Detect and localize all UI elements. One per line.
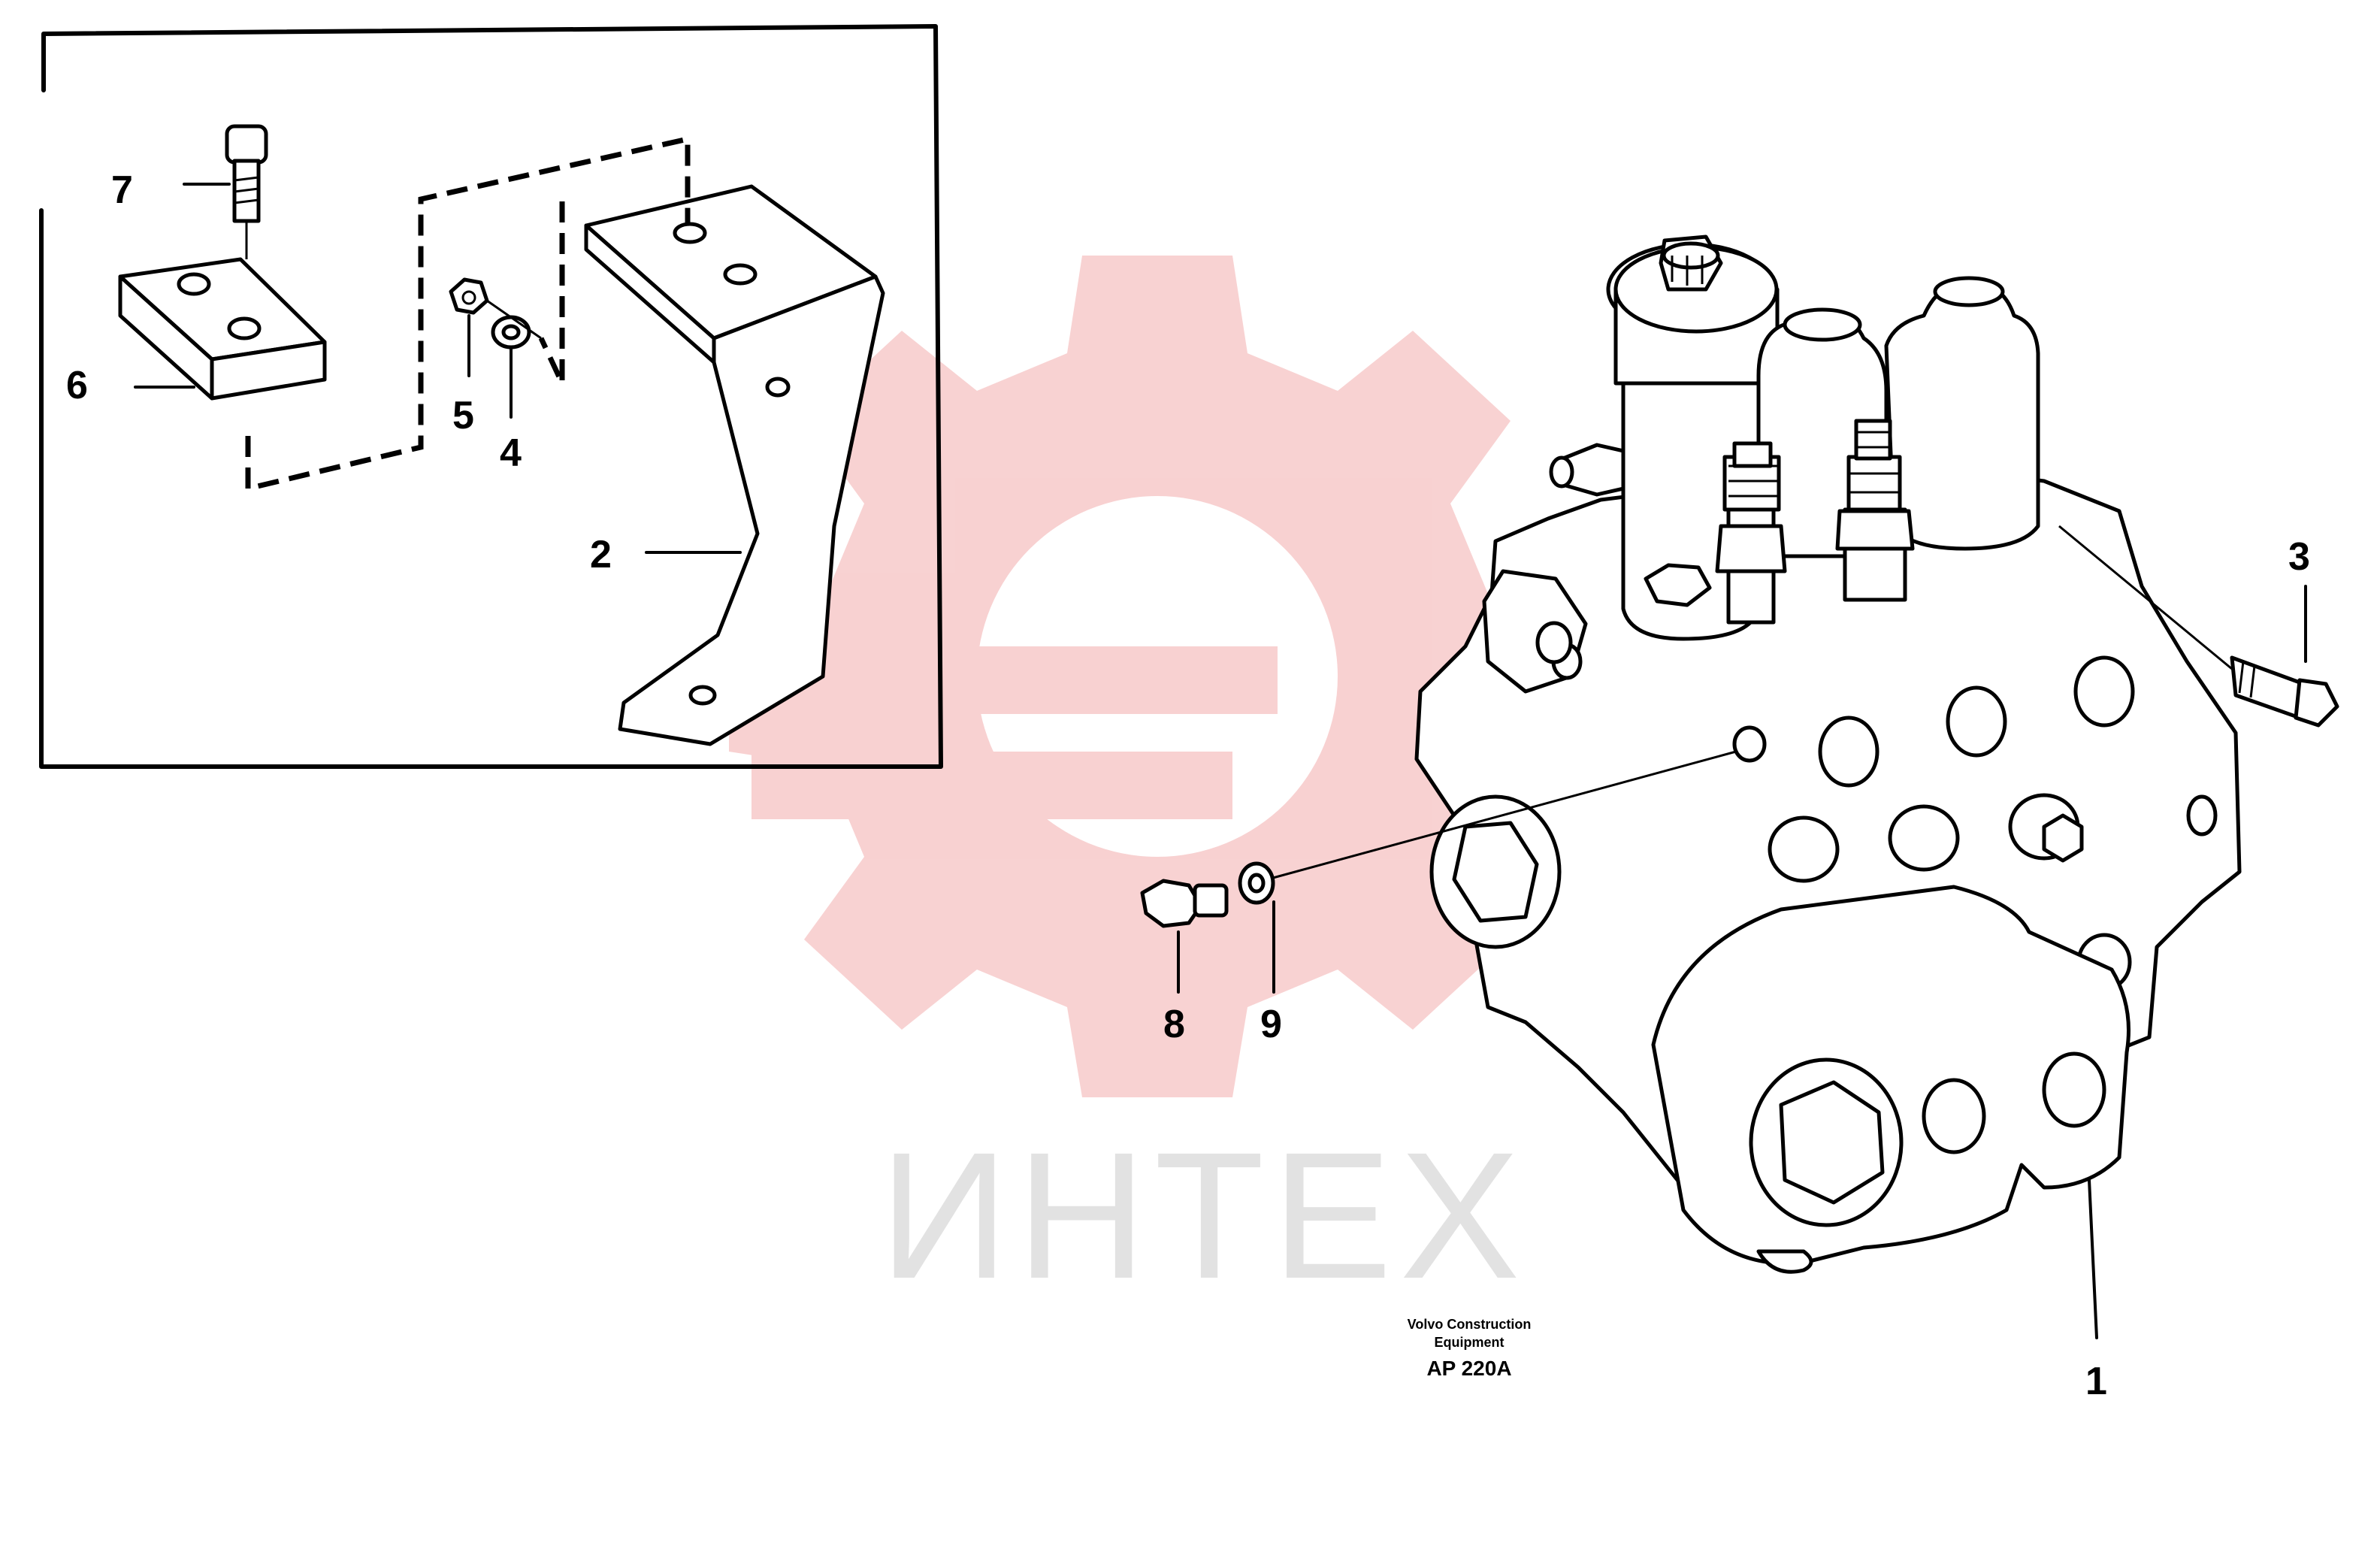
- callout-2: 2: [590, 533, 612, 576]
- callout-6: 6: [66, 364, 88, 407]
- inlet-port-plug: [1429, 794, 1562, 949]
- inset-detail: 7 6 5 4 2: [39, 24, 943, 769]
- plate-part-6: [118, 257, 327, 401]
- watermark: ИНТЕХ: [706, 256, 1586, 1316]
- caption-code: AP 220A: [1426, 1357, 1511, 1380]
- watermark-text: ИНТЕХ: [879, 1115, 1528, 1316]
- bolt-part-3: [2230, 655, 2339, 728]
- figure-caption: Volvo Construction Equipment AP 220A: [1408, 1317, 1532, 1380]
- assembly-line-plate: [245, 135, 691, 492]
- caption-line-1: Volvo Construction: [1408, 1317, 1532, 1332]
- relief-valve-left: [1715, 441, 1787, 625]
- caption-line-2: Equipment: [1435, 1335, 1505, 1350]
- callout-5: 5: [452, 394, 474, 437]
- relief-valve-right: [1835, 419, 1915, 602]
- assembly-line-plug: [1272, 750, 1737, 879]
- valve-ports: [1535, 621, 2218, 991]
- callout-1: 1: [2085, 1360, 2107, 1403]
- callout-7: 7: [111, 168, 133, 212]
- washer-part-9: [1238, 861, 1275, 905]
- inset-frame: [39, 24, 943, 769]
- plug-part-8: [1140, 879, 1229, 928]
- assembly-line-bolt: [2058, 525, 2233, 670]
- solenoid-cylinder-left: [1549, 234, 1780, 641]
- washer-part-4: [491, 315, 531, 349]
- bracket-part-2: [584, 184, 885, 746]
- assembly-line-nut: [538, 201, 565, 385]
- callout-9: 9: [1260, 1003, 1282, 1046]
- bolt-part-7: [225, 124, 268, 259]
- end-cover: [1651, 885, 2131, 1266]
- control-valve-part-1: [1414, 234, 2242, 1274]
- callout-8: 8: [1163, 1003, 1185, 1046]
- gear-icon: [706, 256, 1586, 1097]
- callout-4: 4: [500, 431, 522, 475]
- nut-part-5: [449, 277, 489, 315]
- solenoid-cylinder-right: [1884, 276, 2040, 551]
- callout-3: 3: [2288, 535, 2310, 579]
